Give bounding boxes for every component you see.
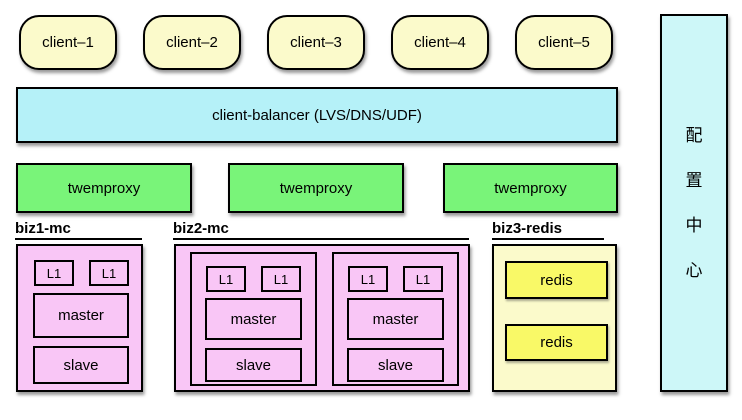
config-center-char: 置 [685, 171, 703, 190]
master-label: master [58, 307, 104, 324]
redis-label: redis [540, 334, 573, 351]
client-node-label: client–2 [166, 34, 218, 51]
config-center-bar: 配 置 中 心 [660, 14, 728, 392]
l1-label: L1 [273, 271, 289, 287]
slave-label: slave [63, 356, 99, 374]
slave-node: slave [33, 346, 129, 384]
master-node: master [347, 298, 444, 340]
l1-cache-node: L1 [34, 260, 74, 286]
client-node-label: client–3 [290, 34, 342, 51]
group-name: biz1-mc [15, 220, 71, 237]
twemproxy-node-2: twemproxy [228, 163, 404, 213]
client-node-label: client–1 [42, 34, 94, 51]
mc-shard-unit-2: L1 L1 master slave [332, 252, 459, 386]
client-balancer-node: client-balancer (LVS/DNS/UDF) [16, 87, 618, 143]
group-name: biz3-redis [492, 220, 563, 237]
config-center-char: 配 [685, 126, 703, 145]
biz3-redis-group-label: biz3-redis [492, 221, 604, 240]
l1-label: L1 [46, 265, 62, 281]
l1-label: L1 [101, 265, 117, 281]
slave-node: slave [205, 348, 302, 382]
client-node-label: client–5 [538, 34, 590, 51]
client-balancer-label: client-balancer (LVS/DNS/UDF) [212, 106, 422, 124]
client-node-3: client–3 [267, 15, 365, 70]
twemproxy-label: twemproxy [494, 179, 567, 197]
biz3-redis-group-box: redis redis [492, 244, 617, 392]
master-label: master [372, 310, 419, 328]
config-center-char: 心 [685, 261, 703, 280]
client-node-4: client–4 [391, 15, 489, 70]
redis-label: redis [540, 271, 573, 289]
config-center-char: 中 [685, 216, 703, 235]
client-node-1: client–1 [19, 15, 117, 70]
l1-cache-node: L1 [403, 266, 443, 292]
biz1-mc-group-label: biz1-mc [15, 221, 142, 240]
l1-label: L1 [360, 271, 376, 287]
client-node-2: client–2 [143, 15, 241, 70]
mc-shard-unit-1: L1 L1 master slave [190, 252, 317, 386]
biz2-mc-group-box: L1 L1 master slave L1 L1 master slave [174, 244, 470, 392]
master-node: master [205, 298, 302, 340]
twemproxy-label: twemproxy [67, 179, 141, 197]
twemproxy-node-1: twemproxy [16, 163, 192, 213]
l1-cache-node: L1 [206, 266, 246, 292]
client-node-5: client–5 [515, 15, 613, 70]
client-node-label: client–4 [414, 34, 466, 51]
l1-cache-node: L1 [348, 266, 388, 292]
redis-node-1: redis [505, 261, 608, 299]
l1-cache-node: L1 [89, 260, 129, 286]
l1-label: L1 [415, 271, 431, 287]
twemproxy-label: twemproxy [279, 179, 353, 197]
biz1-mc-group-box: L1 L1 master slave [16, 244, 143, 392]
twemproxy-node-3: twemproxy [443, 163, 618, 213]
master-label: master [230, 310, 277, 328]
slave-label: slave [235, 356, 272, 374]
redis-node-2: redis [505, 324, 608, 361]
group-name: biz2-mc [173, 220, 229, 237]
slave-label: slave [377, 356, 414, 374]
slave-node: slave [347, 348, 444, 382]
master-node: master [33, 293, 129, 338]
l1-label: L1 [218, 271, 234, 287]
biz2-mc-group-label: biz2-mc [173, 221, 469, 240]
l1-cache-node: L1 [261, 266, 301, 292]
